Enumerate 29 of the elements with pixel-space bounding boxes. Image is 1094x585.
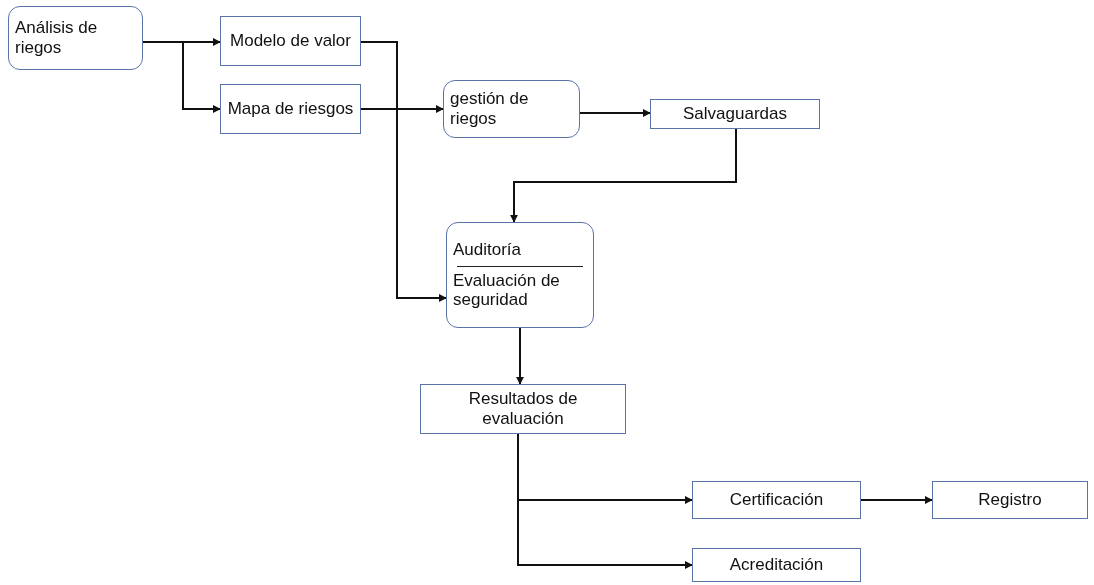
rounded-process-box [446,222,594,328]
arrow [360,105,444,113]
rounded-process-box [8,6,143,70]
node-label: Mapa de riesgos [227,99,354,119]
process-box [692,548,861,582]
process-box [220,84,361,134]
node-label: gestión de riegos [450,89,530,129]
rounded-process-box [443,80,580,138]
process-box [932,481,1088,519]
arrow [517,433,693,569]
arrow [860,496,933,504]
arrow [516,327,524,385]
node-label: Certificación [729,490,824,510]
node-label: Registro [978,490,1042,510]
node-label: Modelo de valor [230,31,351,51]
process-box [650,99,820,129]
process-box [420,384,626,434]
arrow [579,109,651,117]
process-box [692,481,861,519]
node-heading: Auditoría [453,240,522,260]
node-label: Análisis de riegos [15,18,99,58]
node-label: Salvaguardas [683,104,787,124]
arrow [360,41,447,302]
process-box [220,16,361,66]
node-label: Evaluación de seguridad [453,270,561,310]
arrow [510,128,737,223]
node-label: Resultados de evaluación [467,389,579,429]
arrow [142,41,221,113]
node-label: Acreditación [729,555,824,575]
